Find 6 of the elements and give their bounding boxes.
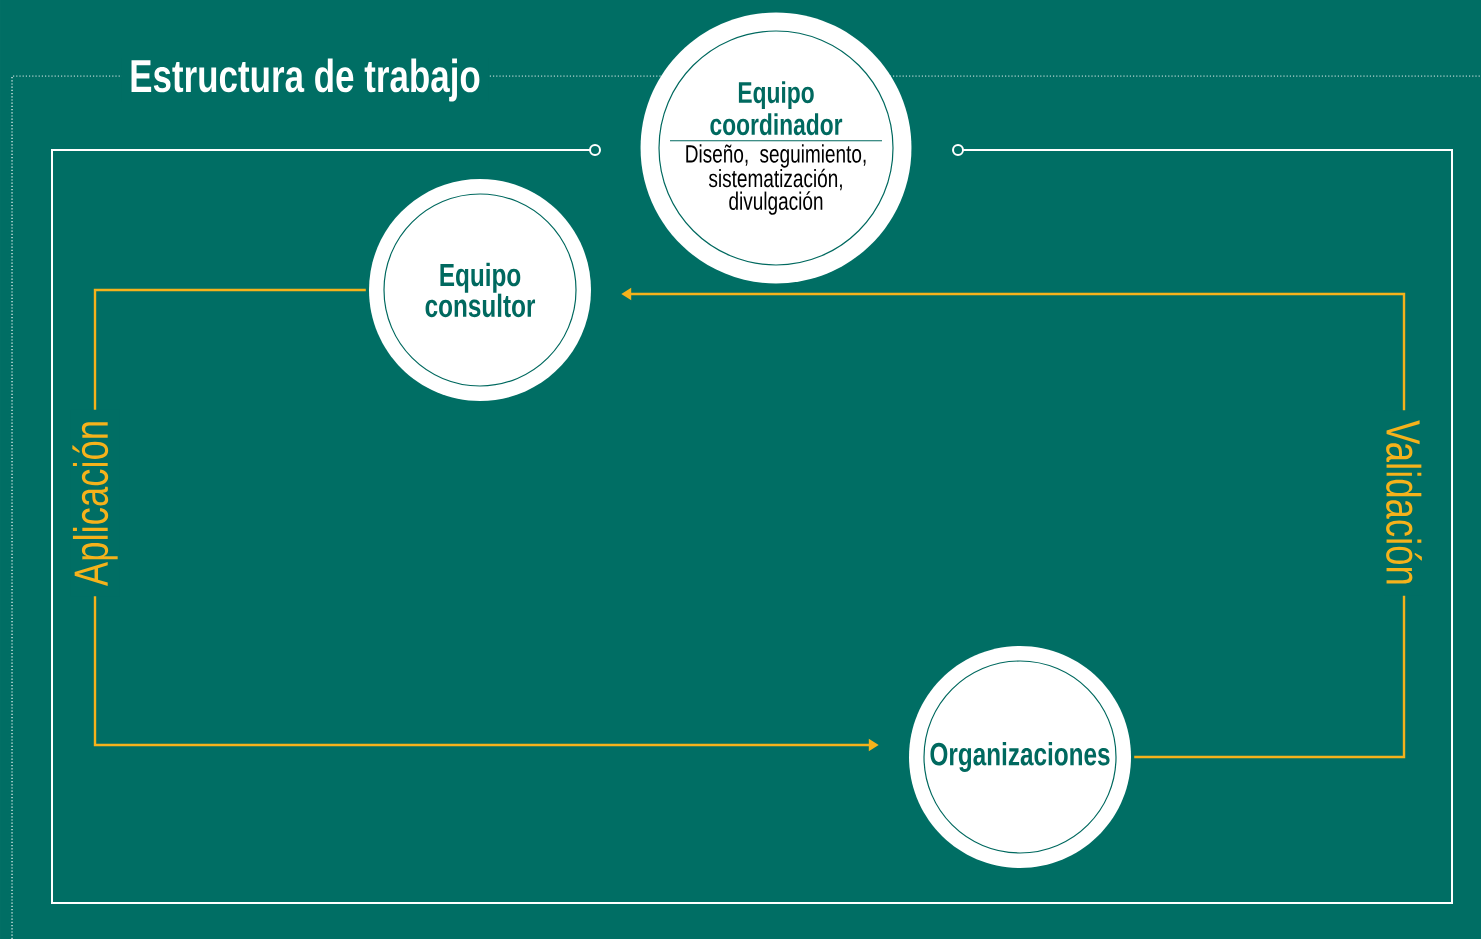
circle-node: Equipo consultor (369, 179, 591, 401)
edge-label: Validación (1384, 410, 1424, 596)
circle-node: Organizaciones (909, 646, 1131, 868)
circle-node: Equipo coordinador Diseño, seguimiento, sistematización, divulgación (640, 12, 912, 284)
edge-label: Aplicación (70, 409, 120, 597)
title: Estructura de trabajo (121, 58, 489, 102)
